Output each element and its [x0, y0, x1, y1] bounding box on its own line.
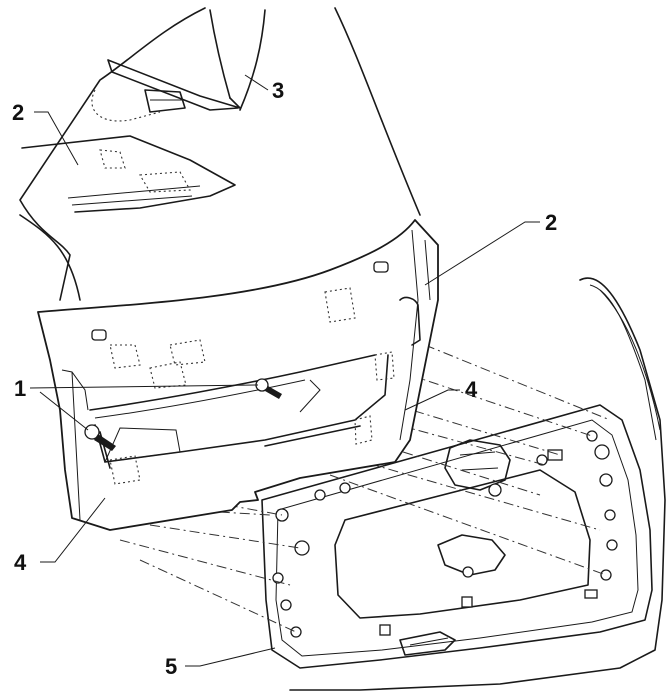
callout-1: 1	[14, 376, 26, 401]
assembly-lines	[89, 344, 611, 633]
callout-2-inset: 2	[12, 100, 24, 125]
callout-4-right: 4	[465, 377, 478, 402]
trim-panel	[37, 219, 439, 531]
callout-3: 3	[272, 78, 284, 103]
tailgate-frame	[261, 277, 666, 691]
callout-2-panel: 2	[545, 210, 557, 235]
callout-4-left: 4	[14, 550, 27, 575]
callout-5: 5	[165, 654, 177, 679]
leader-lines	[29, 74, 540, 667]
callout-labels: 2 3 2 1 4 4 5	[12, 78, 557, 679]
detail-inset	[19, 7, 421, 301]
